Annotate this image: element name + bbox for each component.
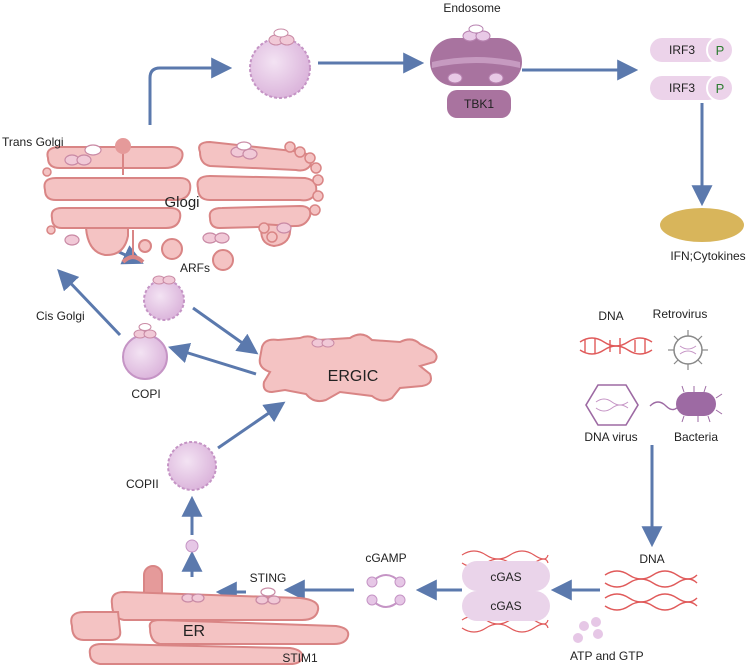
dna-virus-icon xyxy=(585,384,639,426)
atp-gtp-label: ATP and GTP xyxy=(570,649,644,663)
copii-vesicle xyxy=(167,441,217,491)
stim1-label: STIM1 xyxy=(282,651,318,665)
dna-top-label: DNA xyxy=(598,309,623,323)
sting-label: STING xyxy=(250,571,287,585)
arrow-vesicle-to-ergic xyxy=(192,306,259,355)
atp-gtp-dots xyxy=(573,617,603,643)
cgamp-molecule xyxy=(366,574,406,608)
vesicle-top xyxy=(249,28,311,99)
golgi-apparatus xyxy=(43,140,318,271)
copii-label: COPII xyxy=(126,477,159,491)
retrovirus-label: Retrovirus xyxy=(653,307,708,321)
cgamp-label: cGAMP xyxy=(365,551,406,565)
er-label: ER xyxy=(183,623,205,640)
golgi-arf-stalk xyxy=(115,138,145,264)
dna-helix-bottom xyxy=(604,570,698,611)
copi-label: COPI xyxy=(131,387,160,401)
arrows xyxy=(57,52,713,603)
cgas-complex xyxy=(461,550,550,633)
irf3-bottom-shape xyxy=(650,74,734,102)
arrow-copii-to-ergic xyxy=(217,401,286,450)
tbk1-box xyxy=(447,90,511,118)
cgas-top-label: cGAS xyxy=(490,570,521,584)
dna-helix-top xyxy=(579,337,653,355)
tbk1-label: TBK1 xyxy=(464,97,494,111)
ergic-label: ERGIC xyxy=(328,368,379,385)
arrow-copi-to-golgi xyxy=(57,268,122,337)
p-top-label: P xyxy=(716,43,725,58)
ifn-cytokine-ellipse xyxy=(660,208,744,242)
arrow-ergic-to-copi xyxy=(167,342,257,376)
golgi-label: Glogi xyxy=(164,194,199,211)
sting-dot xyxy=(185,539,199,553)
retrovirus-icon xyxy=(668,330,708,370)
bacteria-icon xyxy=(649,385,723,423)
dna-virus-label: DNA virus xyxy=(584,430,637,444)
endosome xyxy=(430,24,522,86)
arrow-golgi-to-vesicle xyxy=(148,57,233,125)
endoplasmic-reticulum xyxy=(70,565,350,665)
golgi-bubbles xyxy=(42,141,324,243)
cgas-bottom-label: cGAS xyxy=(490,599,521,613)
trans-golgi-label: Trans Golgi xyxy=(2,135,64,149)
endosome-label: Endosome xyxy=(443,1,501,15)
irf3-top-shape xyxy=(650,36,734,64)
ifn-label: IFN;Cytokines xyxy=(670,249,745,263)
irf3-top-label: IRF3 xyxy=(669,43,695,57)
cis-golgi-label: Cis Golgi xyxy=(36,309,85,323)
ergic-compartment xyxy=(258,333,438,403)
bacteria-label: Bacteria xyxy=(674,430,718,444)
irf3-bottom-label: IRF3 xyxy=(669,81,695,95)
er-sting-receptors xyxy=(181,587,281,605)
copi-vesicle xyxy=(122,323,168,380)
dna-bottom-label: DNA xyxy=(639,552,664,566)
vesicle-middle xyxy=(143,275,185,321)
arfs-label: ARFs xyxy=(180,261,210,275)
golgi-sting-receptors xyxy=(64,141,292,246)
p-bottom-label: P xyxy=(716,81,725,96)
